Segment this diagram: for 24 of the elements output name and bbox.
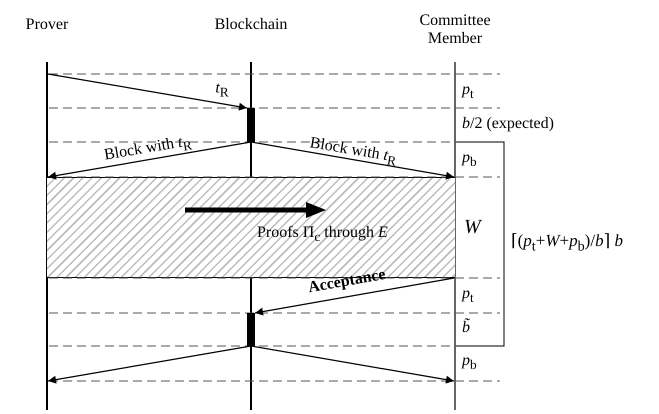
activation-bar [247, 313, 255, 346]
activation-bar [247, 108, 255, 142]
duration-label: p$_{t}$ [462, 285, 474, 306]
formula: ⌈(p$_{t}$+W+p$_{b}$)/b⌉ b [511, 232, 623, 255]
participant-label: Committee Member [418, 12, 492, 48]
duration-label: W [464, 216, 481, 238]
message-arrow [48, 73, 248, 111]
duration-label: p$_{t}$ [462, 81, 474, 102]
edge-label: Block with t$_{R}$ [102, 132, 194, 166]
duration-label: p$_{b}$ [462, 352, 477, 373]
message-arrow [254, 277, 454, 316]
edge-label: Acceptance [306, 266, 388, 298]
edge-label: Block with t$_{R}$ [308, 134, 398, 170]
edge-label: t$_{R}$ [214, 80, 230, 100]
duration-label: p$_{b}$ [462, 149, 477, 170]
region-label: Proofs Π$_{c}$ through E [257, 224, 388, 245]
message-arrow [48, 345, 252, 384]
duration-label: b̃ [462, 319, 470, 337]
message-arrow [250, 141, 454, 180]
participant-label: Prover [24, 16, 70, 34]
participant-label: Blockchain [214, 16, 288, 34]
message-arrow [250, 345, 454, 384]
duration-label: b/2 (expected) [462, 115, 554, 133]
message-arrow [48, 141, 252, 180]
